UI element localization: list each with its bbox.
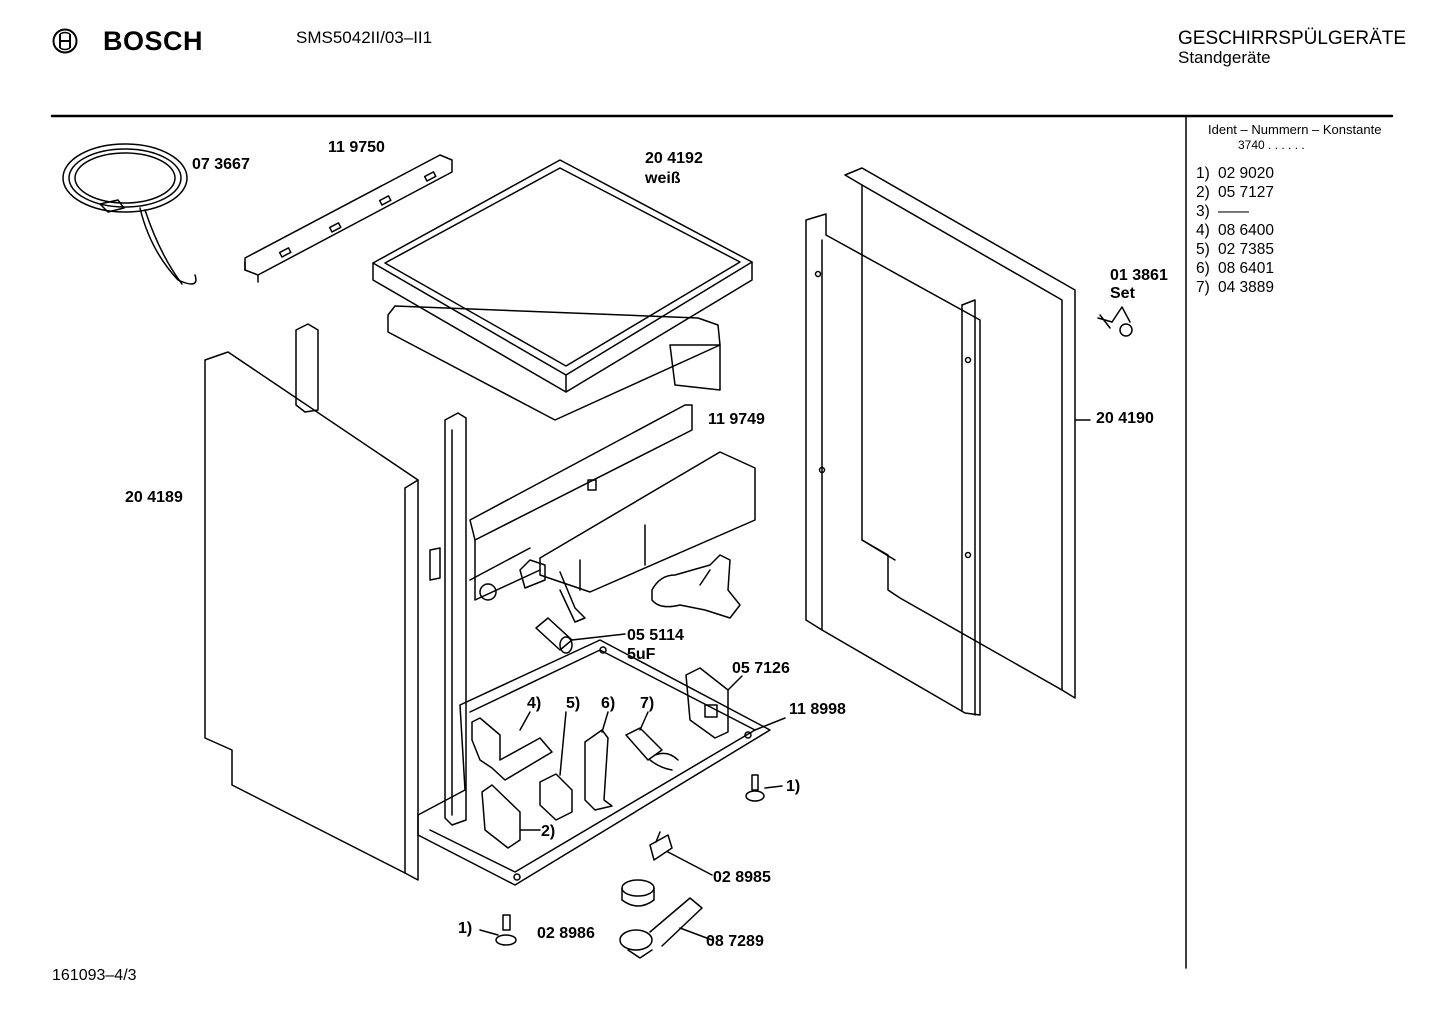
part-label-sump-part: 08 7289 <box>706 933 764 950</box>
subcategory-title: Standgeräte <box>1178 48 1271 67</box>
category-title: GESCHIRRSPÜLGERÄTE <box>1178 28 1407 49</box>
bosch-armature-icon <box>52 28 78 54</box>
part-label-float: 02 8986 <box>537 925 595 942</box>
part-label-float-switch: 02 8985 <box>713 869 771 886</box>
part-label-cable: 07 3667 <box>192 156 250 173</box>
list-item: 3)—— <box>1196 203 1249 220</box>
reference-heading: Ident – Nummern – Konstante <box>1208 122 1382 137</box>
part-label-top-rail: 11 9750 <box>328 139 385 156</box>
float-switch-part <box>649 831 713 876</box>
reference-list: 1)02 9020 2)05 7127 3)—— 4)08 6400 5)02 … <box>1196 164 1274 297</box>
sump-part <box>619 897 713 959</box>
part-label-right-side-panel: 20 4190 <box>1096 410 1154 427</box>
right-side-panel-part <box>805 167 1091 716</box>
power-cable-part <box>62 143 197 285</box>
reference-constant: 3740 . . . . . . <box>1238 138 1305 152</box>
list-item: 6)08 6401 <box>1196 260 1275 277</box>
capacitor-part <box>535 617 626 654</box>
list-item: 2)05 7127 <box>1196 184 1275 201</box>
callout-label: 7) <box>640 695 655 712</box>
base-frame-part <box>417 639 786 886</box>
part-label-screw-set: 01 3861 <box>1110 267 1168 284</box>
callout-label: 1) <box>458 920 473 937</box>
part-label-worktop-note: weiß <box>645 170 681 187</box>
callout-label: 6) <box>601 695 616 712</box>
part-label-rear-rail: 11 9749 <box>708 411 765 428</box>
rear-rail-part <box>469 404 693 601</box>
part-label-capacitor: 05 5114 <box>627 627 684 644</box>
brand-name: BOSCH <box>103 26 204 56</box>
float-part <box>621 879 655 907</box>
bosch-logo <box>52 28 78 54</box>
adjustable-foot-part <box>479 774 783 946</box>
model-number: SMS5042II/03–II1 <box>296 28 433 47</box>
callout-label: 2) <box>541 823 556 840</box>
part-label-screw-set-note: Set <box>1110 285 1135 302</box>
callout-label: 5) <box>566 695 581 712</box>
screw-set-part <box>1097 306 1133 337</box>
list-item: 1)02 9020 <box>1196 165 1275 182</box>
part-label-left-side-panel: 20 4189 <box>125 489 183 506</box>
worktop-part <box>372 159 753 421</box>
list-item: 5)02 7385 <box>1196 241 1275 258</box>
callout-label: 1) <box>786 778 801 795</box>
part-label-capacitor-note: 5uF <box>627 646 656 663</box>
top-rail-part <box>244 154 453 283</box>
list-item: 7)04 3889 <box>1196 279 1275 296</box>
internal-parts <box>471 711 679 849</box>
part-label-bracket: 05 7126 <box>732 660 790 677</box>
part-label-base-frame: 11 8998 <box>789 701 846 718</box>
inlet-hose-part <box>651 554 741 619</box>
drawing-id: 161093–4/3 <box>52 967 137 984</box>
callout-label: 4) <box>527 695 542 712</box>
part-label-worktop: 20 4192 <box>645 150 703 167</box>
insulation-block-part <box>539 451 756 623</box>
list-item: 4)08 6400 <box>1196 222 1275 239</box>
bracket-part <box>685 667 743 739</box>
front-post-part <box>295 323 467 826</box>
left-side-panel-part <box>204 351 441 881</box>
